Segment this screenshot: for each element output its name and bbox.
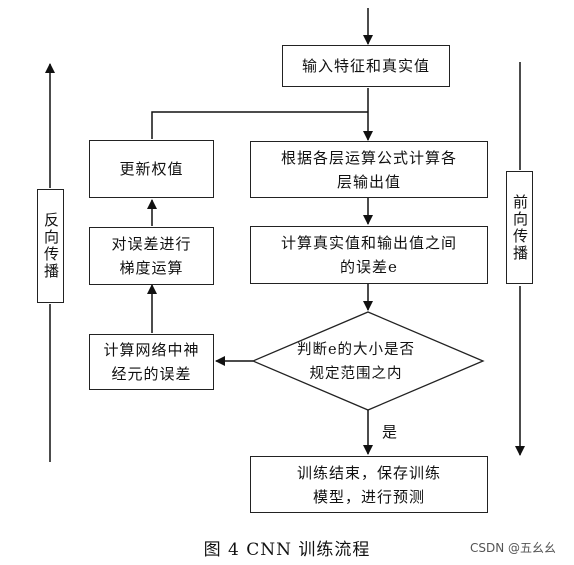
neuron-error-line-2: 经元的误差: [111, 365, 192, 383]
compute-error-line-1: 计算真实值和输出值之间: [280, 234, 457, 252]
decision-line-1: 判断e的大小是否: [296, 342, 416, 358]
compute-outputs-box: 根据各层运算公式计算各 层输出值: [250, 141, 488, 198]
backward-propagation-label: 反向传播: [37, 189, 64, 303]
yes-label: 是: [382, 423, 398, 441]
end-line-1: 训练结束，保存训练: [296, 463, 441, 482]
decision-line-2: 规定范围之内: [309, 366, 403, 382]
update-weights-box: 更新权值: [89, 140, 214, 198]
watermark: CSDN @五幺幺: [470, 541, 557, 555]
neuron-error-box: 计算网络中神 经元的误差: [89, 334, 214, 390]
neuron-error-line-1: 计算网络中神: [103, 341, 200, 359]
compute-outputs-line-1: 根据各层运算公式计算各: [280, 148, 457, 167]
compute-error-line-2: 的误差e: [340, 258, 398, 276]
gradient-box: 对误差进行 梯度运算: [89, 227, 214, 285]
gradient-line-2: 梯度运算: [119, 259, 184, 277]
input-label: 输入特征和真实值: [301, 57, 430, 75]
compute-outputs-line-2: 层输出值: [336, 172, 401, 191]
end-line-2: 模型，进行预测: [312, 487, 425, 506]
gradient-line-1: 对误差进行: [111, 235, 192, 253]
figure-caption: 图 4 CNN 训练流程: [203, 540, 371, 560]
decision-text: 判断e的大小是否 规定范围之内: [266, 338, 446, 386]
input-box: 输入特征和真实值: [282, 45, 450, 87]
forward-propagation-label: 前向传播: [506, 171, 533, 284]
update-weights-label: 更新权值: [119, 160, 184, 178]
compute-error-box: 计算真实值和输出值之间 的误差e: [250, 226, 488, 284]
end-box: 训练结束，保存训练 模型，进行预测: [250, 456, 488, 513]
arrow-update-loop-back: [151, 111, 368, 139]
